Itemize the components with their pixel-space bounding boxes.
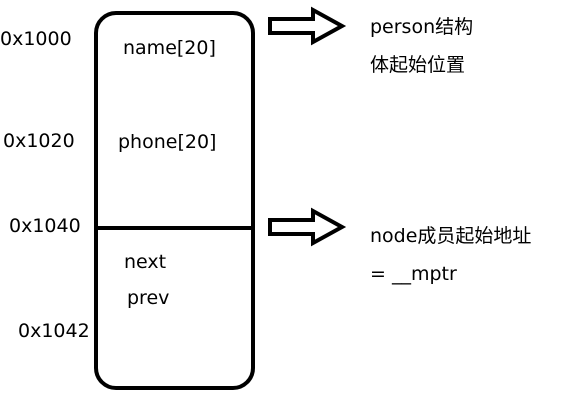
annotation-node-start-line2: = __mptr [370, 263, 457, 285]
field-phone: phone[20] [118, 131, 216, 153]
address-label-0x1040: 0x1040 [9, 215, 81, 237]
address-label-0x1042: 0x1042 [18, 320, 90, 342]
field-next: next [124, 251, 166, 273]
address-label-0x1000: 0x1000 [0, 28, 72, 50]
annotation-node-start-line1: node成员起始地址 [370, 225, 531, 247]
field-name: name[20] [123, 37, 216, 59]
person-struct-box [94, 11, 255, 390]
arrow-right-icon [268, 6, 347, 46]
arrow-right-icon [268, 207, 347, 247]
field-prev: prev [127, 287, 169, 309]
annotation-person-start-line1: person结构 [370, 16, 473, 38]
address-label-0x1020: 0x1020 [3, 130, 75, 152]
annotation-person-start-line2: 体起始位置 [370, 54, 465, 76]
